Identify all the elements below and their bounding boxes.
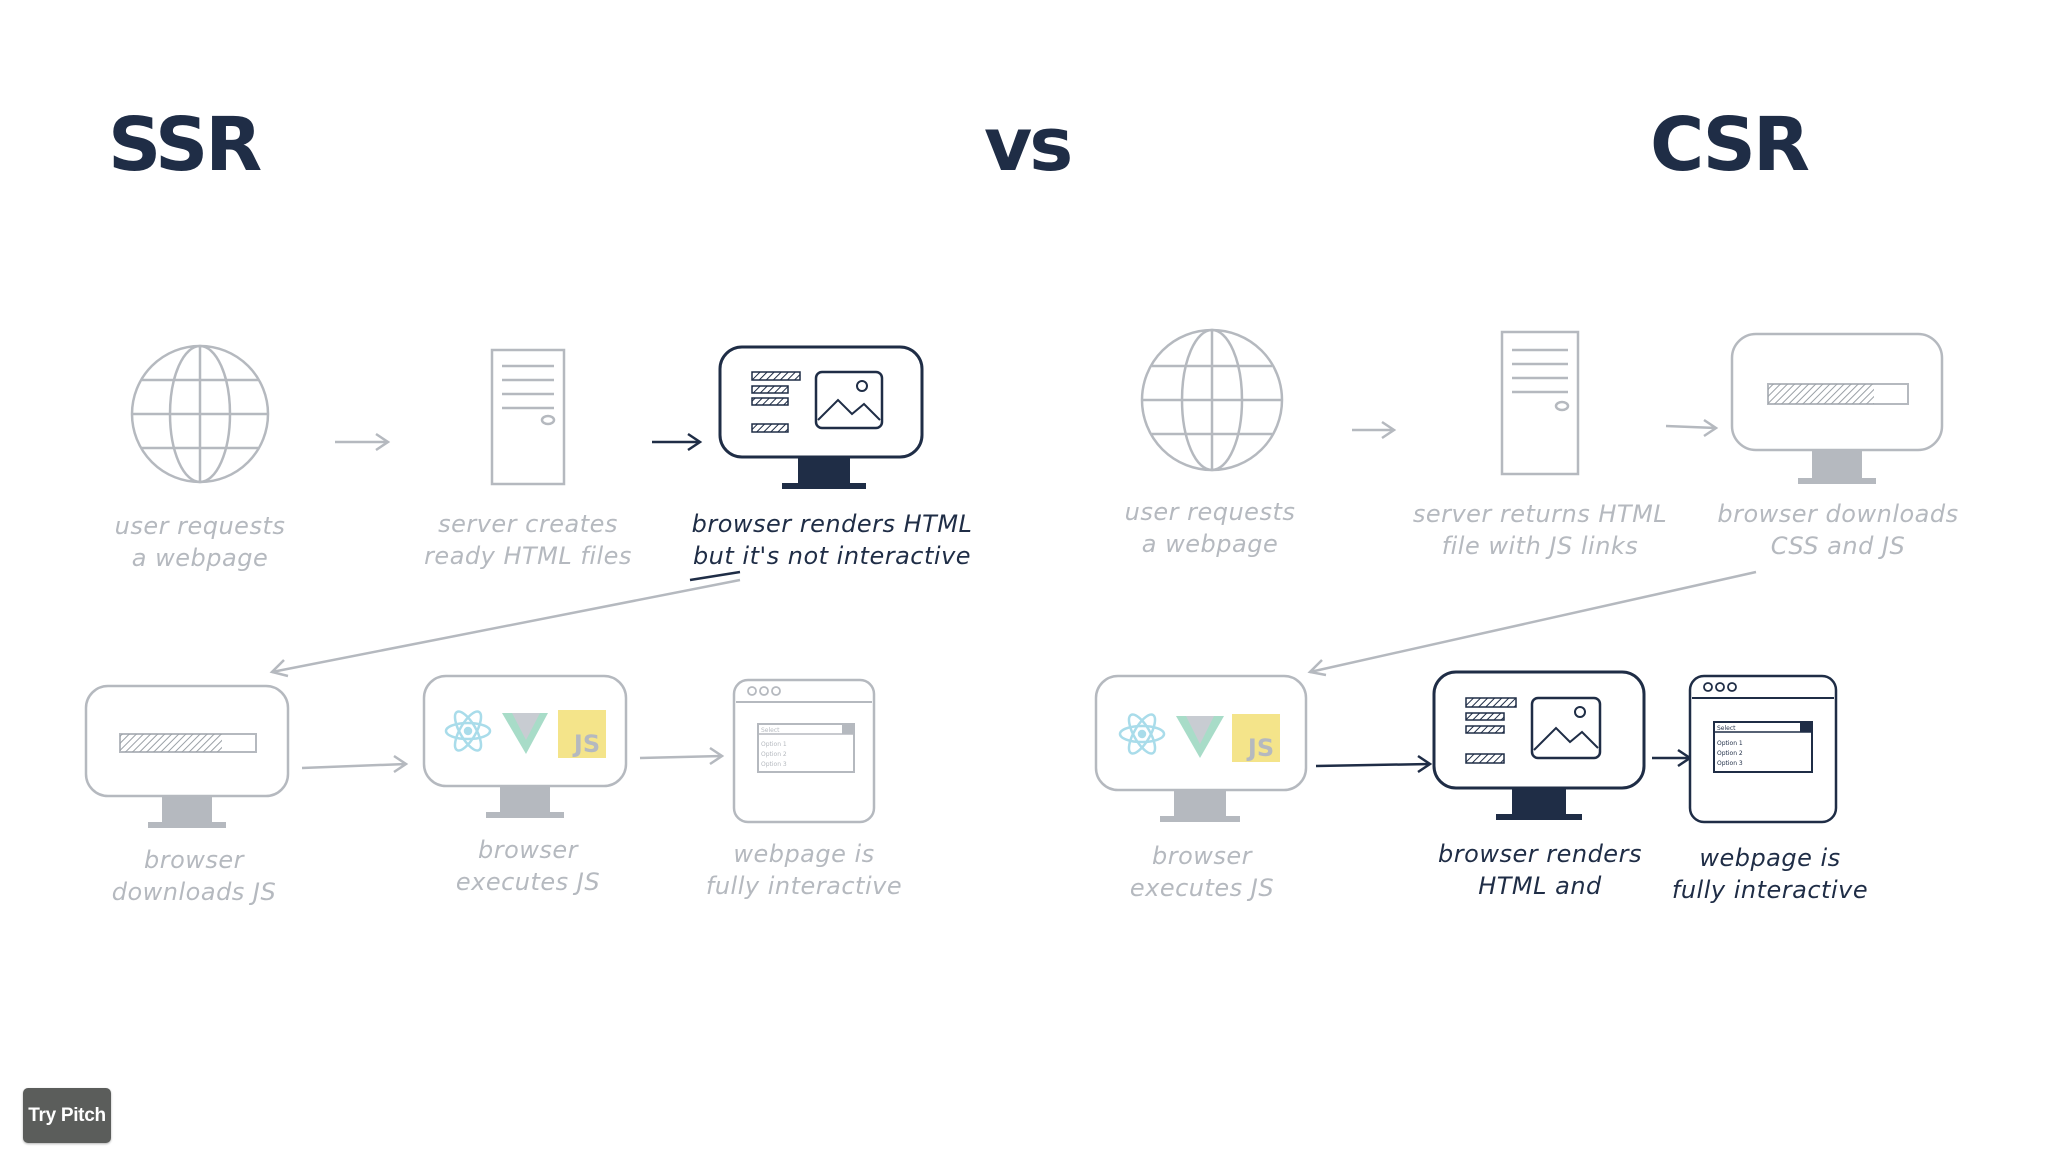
label-line: file with JS links	[1441, 532, 1639, 560]
label-line: server returns HTML	[1412, 500, 1668, 528]
label-line: downloads JS	[111, 878, 277, 906]
select-label: Select	[1717, 725, 1736, 732]
server-icon	[490, 348, 566, 486]
js-icon-text: JS	[572, 730, 600, 758]
label-line: fully interactive	[705, 872, 903, 900]
ssr-title: SSR	[108, 102, 262, 188]
csr-step-label: browser executes JS	[1052, 840, 1352, 904]
arrow-icon	[1315, 754, 1433, 774]
js-icon-text: JS	[1246, 734, 1274, 762]
label-line: executes JS	[455, 868, 601, 896]
browser-window-icon: Select Option 1 Option 2 Option 3	[732, 678, 876, 824]
csr-step-label-active: browser renders HTML and	[1390, 838, 1690, 902]
arrow-icon	[1352, 420, 1397, 440]
connector-line	[689, 570, 741, 582]
option-label: Option 2	[1717, 750, 1743, 757]
label-line: webpage is	[1699, 844, 1841, 872]
react-icon	[1118, 713, 1166, 755]
label-line: browser renders	[1438, 840, 1642, 868]
csr-step-label-active: webpage is fully interactive	[1620, 842, 1920, 906]
csr-step-label: user requests a webpage	[1060, 496, 1360, 560]
js-icon	[1232, 714, 1280, 762]
server-icon	[1500, 330, 1580, 476]
option-label: Option 2	[761, 751, 787, 758]
label-line: browser downloads	[1717, 500, 1959, 528]
label-line: server creates	[438, 510, 618, 538]
arrow-icon	[1307, 570, 1757, 677]
monitor-frameworks-icon: JS	[422, 674, 628, 818]
label-line: but it's not interactive	[692, 542, 972, 570]
label-line: CSS and JS	[1770, 532, 1906, 560]
label-line: user requests	[114, 512, 286, 540]
arrow-icon	[269, 578, 741, 678]
try-pitch-button[interactable]: Try Pitch	[23, 1088, 111, 1143]
label-line: browser	[143, 846, 245, 874]
arrow-icon	[301, 754, 409, 774]
arrow-icon	[652, 432, 703, 452]
vs-title: vs	[984, 102, 1073, 188]
label-line: browser	[477, 836, 579, 864]
monitor-render-icon	[718, 345, 924, 489]
select-label: Select	[761, 727, 780, 734]
ssr-step-label: webpage is fully interactive	[654, 838, 954, 902]
label-line: HTML and	[1478, 872, 1602, 900]
csr-step-label: browser downloads CSS and JS	[1688, 498, 1988, 562]
monitor-download-icon	[1730, 332, 1944, 484]
csr-title: CSR	[1650, 102, 1810, 188]
label-line: fully interactive	[1671, 876, 1869, 904]
monitor-frameworks-icon: JS	[1094, 674, 1308, 822]
option-label: Option 1	[1717, 740, 1743, 747]
monitor-render-icon	[1432, 670, 1646, 820]
ssr-step-label: browser executes JS	[378, 834, 678, 898]
csr-step-label: server returns HTML file with JS links	[1380, 498, 1700, 562]
ssr-step-label: user requests a webpage	[50, 510, 350, 574]
arrow-icon	[639, 746, 725, 766]
label-line: browser	[1151, 842, 1253, 870]
label-line: user requests	[1124, 498, 1296, 526]
globe-icon	[1140, 328, 1284, 472]
arrow-icon	[1665, 418, 1719, 438]
option-label: Option 3	[1717, 760, 1743, 767]
label-line: a webpage	[1141, 530, 1279, 558]
label-line: a webpage	[131, 544, 269, 572]
ssr-step-label: server creates ready HTML files	[378, 508, 678, 572]
ssr-step-label-active: browser renders HTML but it's not intera…	[664, 508, 1000, 572]
react-icon	[444, 710, 492, 752]
vue-icon	[502, 713, 548, 754]
globe-icon	[130, 344, 270, 484]
label-line: executes JS	[1129, 874, 1275, 902]
arrow-icon	[1652, 748, 1693, 768]
label-line: browser renders HTML	[691, 510, 973, 538]
option-label: Option 3	[761, 761, 787, 768]
label-line: webpage is	[733, 840, 875, 868]
arrow-icon	[335, 432, 391, 452]
browser-window-icon: Select Option 1 Option 2 Option 3	[1688, 674, 1838, 824]
vue-icon	[1176, 716, 1224, 758]
monitor-download-icon	[84, 684, 290, 828]
ssr-step-label: browser downloads JS	[44, 844, 344, 908]
option-label: Option 1	[761, 741, 787, 748]
js-icon	[558, 710, 606, 758]
label-line: ready HTML files	[424, 542, 632, 570]
